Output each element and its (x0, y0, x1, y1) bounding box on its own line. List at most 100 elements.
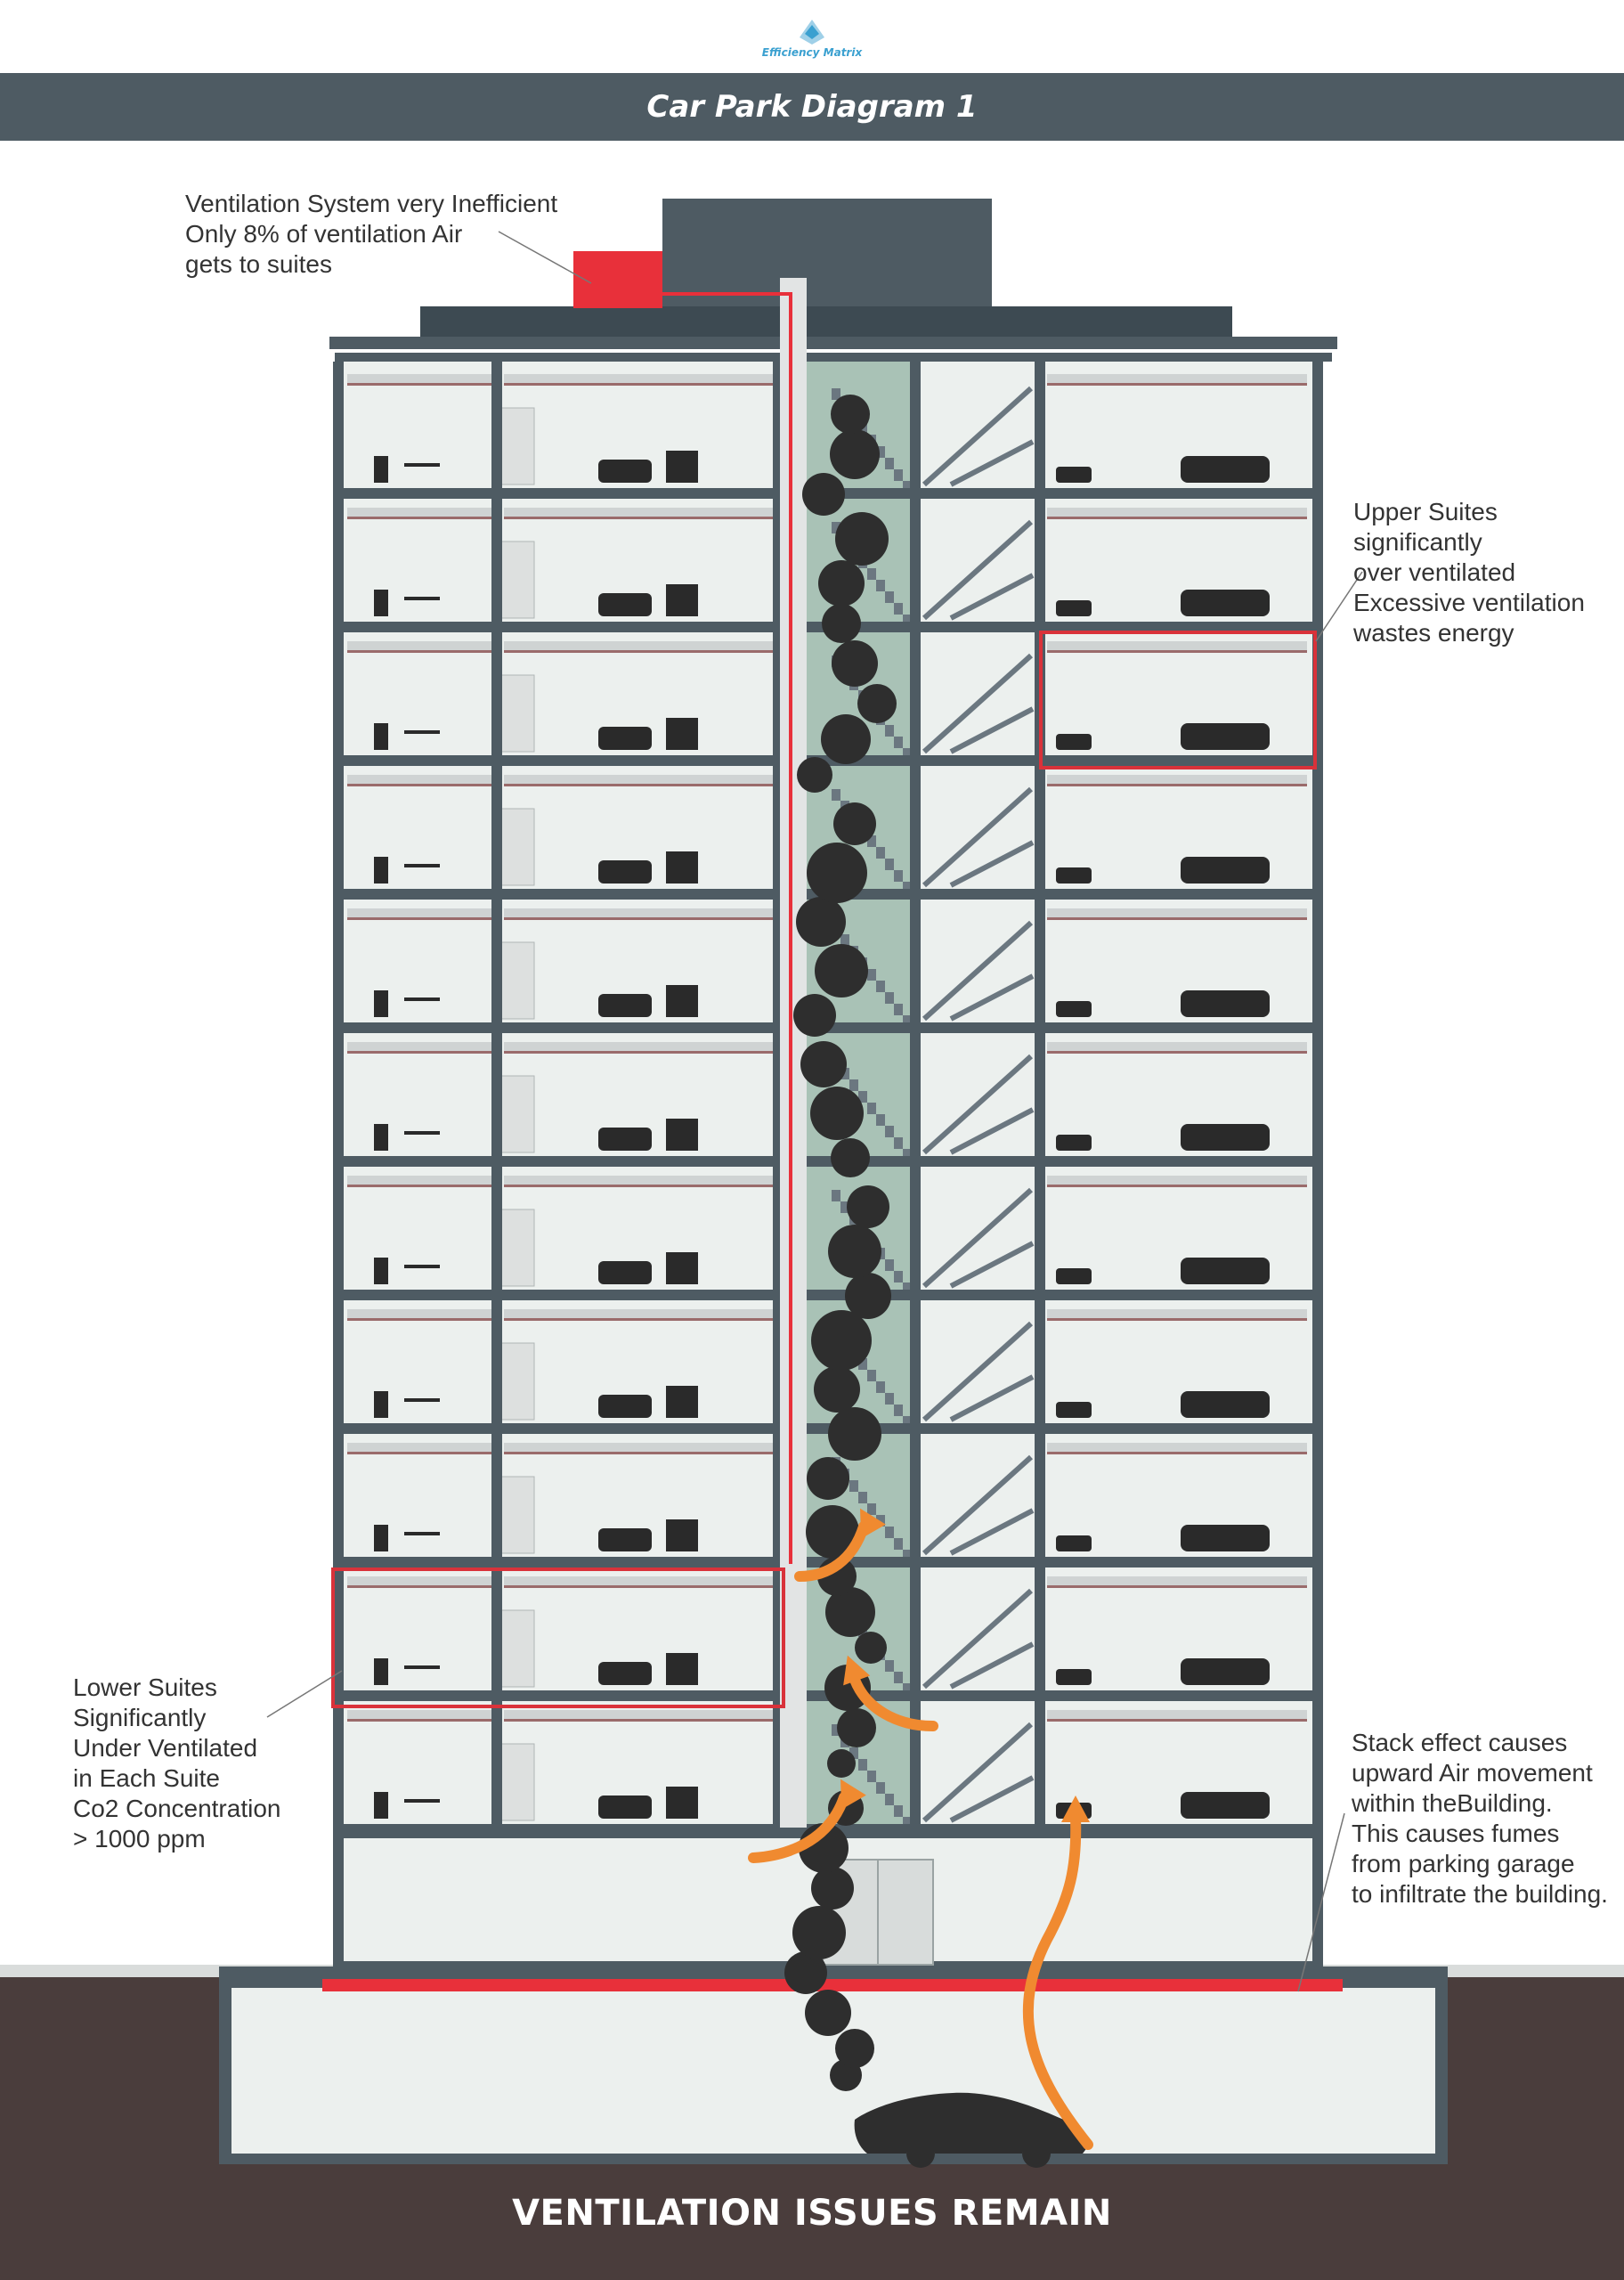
leader-upper-suites (1315, 571, 1363, 642)
ceiling-duct-line (347, 1051, 493, 1054)
stair-step (885, 1126, 894, 1137)
wall (1312, 362, 1323, 1831)
ceiling-duct (504, 641, 775, 650)
ceiling-duct-line (1047, 1452, 1307, 1454)
airflow-arrow-head (860, 1508, 886, 1539)
lower-suite-highlight (331, 1568, 785, 1708)
stair-step (903, 1683, 912, 1695)
smoke-puff (793, 994, 836, 1037)
sofa-icon (1181, 1525, 1270, 1551)
smoke-puff (784, 1951, 827, 1994)
stair-flight (949, 1641, 1035, 1690)
door (498, 674, 535, 753)
sofa-icon (598, 1395, 652, 1418)
airflow-arrow (1022, 1812, 1093, 2150)
table-icon (404, 1131, 440, 1135)
ceiling-duct (347, 508, 493, 517)
sofa-icon (598, 1796, 652, 1819)
table-icon (404, 1665, 440, 1669)
bench-icon (1056, 1535, 1092, 1551)
stair-flight (949, 1508, 1035, 1556)
door (498, 808, 535, 886)
smoke-puff (822, 604, 861, 643)
stair-flight (922, 1454, 1034, 1556)
title-bar: Car Park Diagram 1 (0, 73, 1624, 141)
bench-icon (1056, 1669, 1092, 1685)
stair-flight (949, 439, 1035, 487)
stair-step (849, 1747, 858, 1759)
ceiling-duct-line (347, 1318, 493, 1321)
ceiling-duct-line (347, 383, 493, 386)
airflow-arrow-head (840, 1779, 866, 1810)
cabinet-icon (666, 1519, 698, 1551)
roof-upper-slab (420, 306, 1232, 337)
bench-icon (1056, 867, 1092, 884)
table-icon (404, 597, 440, 600)
door (498, 1075, 535, 1153)
stair-flight (949, 840, 1035, 888)
stair-step (894, 1271, 903, 1282)
bench-icon (1056, 600, 1092, 616)
smoke-puff (855, 1632, 887, 1664)
ceiling-duct (504, 1576, 775, 1585)
bench-icon (1056, 1001, 1092, 1017)
stair-step (867, 969, 876, 981)
furniture (374, 584, 1270, 616)
callout-upper-suites: Upper Suites significantly over ventilat… (1353, 498, 1585, 647)
sofa-icon (1181, 456, 1270, 483)
stair-step (876, 1515, 885, 1527)
roof-slab-2 (335, 353, 1332, 362)
ceiling-duct (1047, 908, 1307, 917)
door (498, 541, 535, 619)
smoke-puff (828, 1225, 881, 1278)
stair-step (894, 1137, 903, 1149)
ceiling-duct (347, 1309, 493, 1318)
stair-step (903, 1817, 912, 1828)
ceiling-duct-line (347, 650, 493, 653)
stair-step (885, 992, 894, 1004)
stair-step (832, 388, 840, 400)
stair-step (894, 1805, 903, 1817)
ceiling-duct (1047, 1576, 1307, 1585)
stair-step (894, 1405, 903, 1416)
stair-step (832, 1190, 840, 1201)
chair-icon (374, 1792, 388, 1819)
stair-step (894, 1672, 903, 1683)
cabinet-icon (666, 584, 698, 616)
stair-step (832, 789, 840, 801)
stair-step (894, 737, 903, 748)
callout-ventilation-inefficient: Ventilation System very Inefficient Only… (185, 190, 558, 278)
chair-icon (374, 590, 388, 616)
logo-text: Efficiency Matrix (761, 46, 863, 59)
ceiling-duct-line (347, 1185, 493, 1187)
ceiling-duct (504, 775, 775, 784)
ceiling-duct (504, 1309, 775, 1318)
stair-step (876, 1381, 885, 1393)
ceiling-duct (504, 1042, 775, 1051)
diagram-title: Car Park Diagram 1 (646, 89, 978, 125)
table-icon (404, 463, 440, 467)
smoke-puff (814, 1366, 860, 1413)
ceiling-duct-line (504, 1051, 775, 1054)
ceiling-duct-line (1047, 383, 1307, 386)
ceiling-duct (504, 1443, 775, 1452)
door (498, 1342, 535, 1421)
chair-icon (374, 1258, 388, 1284)
stair-step (894, 469, 903, 481)
car-wheel-front (1022, 2139, 1051, 2168)
smoke-puff (837, 1708, 876, 1747)
callout-stack-effect: Stack effect causes upward Air movement … (1352, 1729, 1608, 1908)
stair-step (840, 1201, 849, 1213)
smoke-puff (825, 1587, 875, 1637)
sofa-icon (598, 460, 652, 483)
smoke-puff (806, 1505, 859, 1559)
smoke-puff (847, 1185, 889, 1228)
cabinet-icon (666, 851, 698, 884)
table-icon (404, 998, 440, 1001)
stair-step (849, 1079, 858, 1091)
door (498, 1209, 535, 1287)
smoke-puff (811, 1867, 854, 1910)
door (498, 1609, 535, 1688)
